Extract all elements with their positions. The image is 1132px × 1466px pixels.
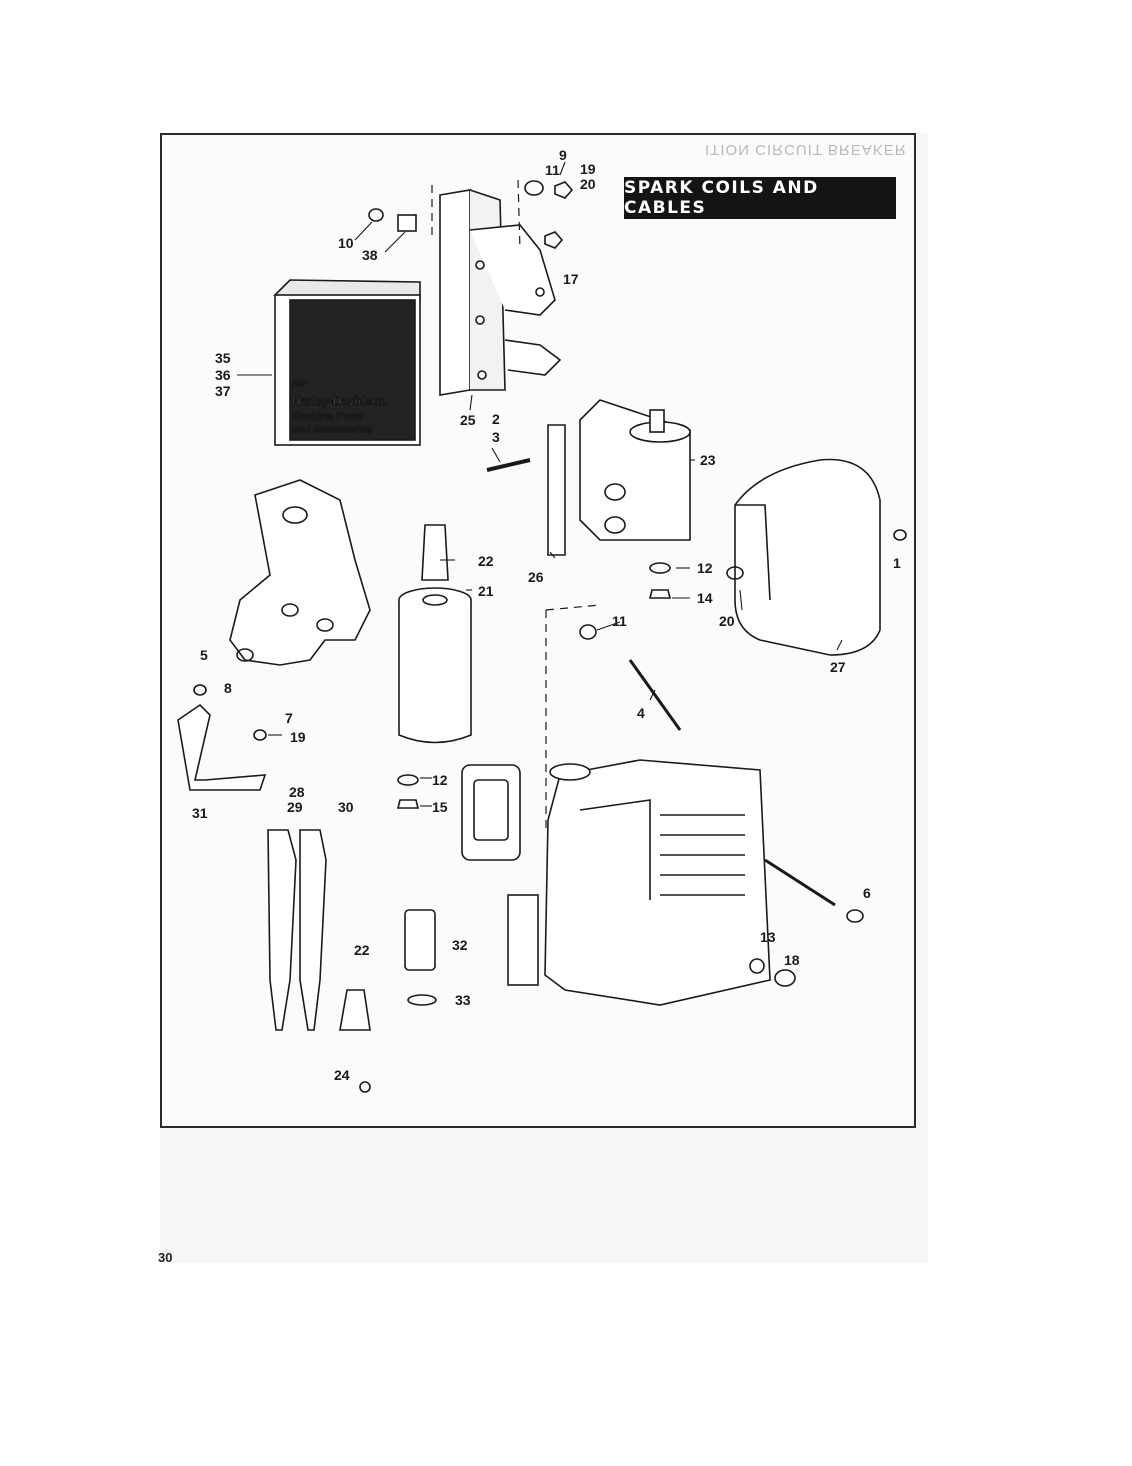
part-plate-26 bbox=[547, 424, 566, 556]
callout-32: 32 bbox=[452, 937, 468, 953]
callout-30: 30 bbox=[338, 799, 354, 815]
callout-3: 3 bbox=[492, 429, 500, 445]
page-number: 30 bbox=[158, 1250, 173, 1265]
part-kit-box bbox=[273, 279, 421, 446]
callout-5: 5 bbox=[200, 647, 208, 663]
callout-15: 17 bbox=[563, 271, 579, 287]
kit-box-line2: Genuine Parts bbox=[292, 411, 363, 423]
part-insulator-strip bbox=[507, 894, 539, 986]
small-hardware-parts bbox=[177, 180, 907, 1093]
callout-13: 13 bbox=[760, 929, 776, 945]
callout-19: 19 bbox=[290, 729, 306, 745]
part-grommet bbox=[549, 763, 591, 781]
callout-7: 7 bbox=[285, 710, 293, 726]
callout-28: 28 bbox=[289, 784, 305, 800]
callout-26: 26 bbox=[528, 569, 544, 585]
kit-box-line3: and Accessories bbox=[292, 424, 373, 436]
callout-12-top: 12 bbox=[697, 560, 713, 576]
callout-9: 9 bbox=[559, 147, 567, 163]
callout-14-mid: 15 bbox=[432, 799, 448, 815]
callout-12-mid: 12 bbox=[432, 772, 448, 788]
assembly-guide-lines bbox=[431, 179, 601, 830]
callout-10: 10 bbox=[338, 235, 354, 251]
callout-6: 6 bbox=[863, 885, 871, 901]
callout-29: 29 bbox=[287, 799, 303, 815]
callout-37: 37 bbox=[215, 383, 231, 399]
callout-21: 21 bbox=[478, 583, 494, 599]
page-title: SPARK COILS AND CABLES bbox=[624, 177, 896, 219]
part-lower-cover bbox=[544, 759, 771, 1006]
page-title-text: SPARK COILS AND CABLES bbox=[624, 178, 819, 218]
part-mounting-bracket bbox=[229, 479, 371, 666]
callout-16: 18 bbox=[784, 952, 800, 968]
part-gasket bbox=[461, 764, 521, 861]
callout-17: 19 bbox=[580, 161, 596, 177]
callout-22-top: 22 bbox=[478, 553, 494, 569]
callout-38: 38 bbox=[362, 247, 378, 263]
callout-labels: 9 11 19 20 10 38 17 35 36 37 25 2 3 23 2… bbox=[192, 147, 901, 1083]
callout-11-mid: 11 bbox=[612, 613, 627, 629]
callout-31: 31 bbox=[192, 805, 208, 821]
callout-35: 35 bbox=[215, 350, 231, 366]
callout-27: 27 bbox=[830, 659, 846, 675]
callout-8: 8 bbox=[224, 680, 232, 696]
callout-18: 20 bbox=[580, 176, 596, 192]
callout-22-bottom: 22 bbox=[354, 942, 370, 958]
callout-36: 36 bbox=[215, 367, 231, 383]
callout-14-top: 14 bbox=[697, 590, 713, 606]
kit-box-brand: Harley-Davidson bbox=[292, 394, 387, 408]
callout-23: 23 bbox=[700, 452, 716, 468]
callout-25: 25 bbox=[460, 412, 476, 428]
callout-4: 4 bbox=[637, 705, 645, 721]
part-cover-27 bbox=[734, 458, 881, 656]
part-coil-21 bbox=[398, 524, 472, 744]
leader-lines bbox=[237, 161, 843, 807]
callout-20: 20 bbox=[719, 613, 735, 629]
callout-11-top: 11 bbox=[545, 162, 560, 178]
part-bracket-25 bbox=[439, 189, 562, 396]
part-coil-23 bbox=[579, 399, 691, 541]
callout-33: 33 bbox=[455, 992, 471, 1008]
kit-box-small-mark: AMF bbox=[292, 381, 307, 388]
callout-1: 1 bbox=[893, 555, 901, 571]
callout-24: 24 bbox=[334, 1067, 350, 1083]
callout-2: 2 bbox=[492, 411, 500, 427]
